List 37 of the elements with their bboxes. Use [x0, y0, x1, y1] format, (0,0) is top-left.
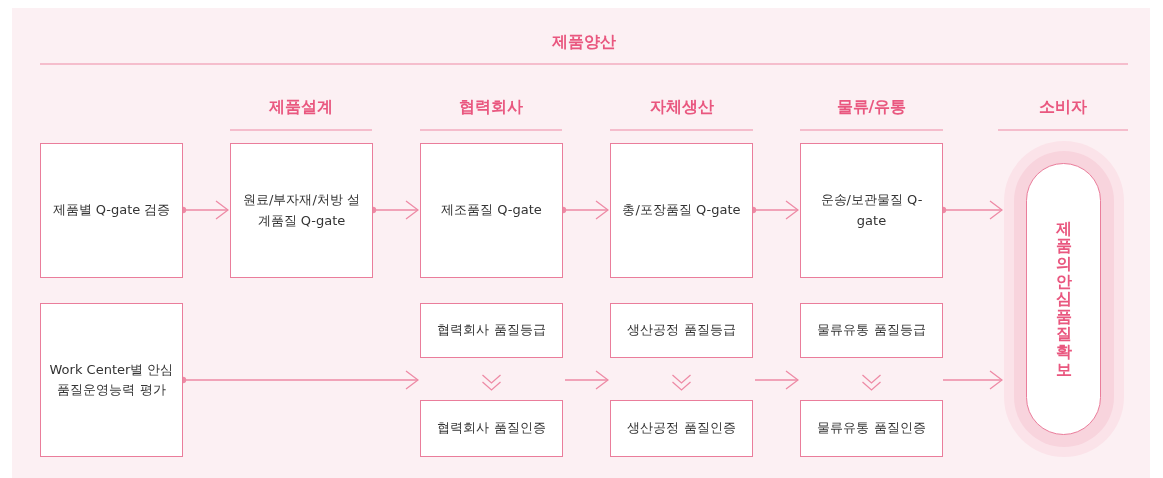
process-box [420, 400, 563, 457]
box-label: 제조품질 Q-gate [440, 201, 543, 220]
process-box [40, 303, 183, 457]
box-label: 총/포장품질 Q-gate [621, 201, 742, 220]
arrow [942, 370, 1003, 390]
box-label: 물류유통 품질등급 [816, 321, 927, 340]
process-box [610, 303, 753, 358]
process-box [40, 143, 183, 278]
arrow [754, 370, 799, 390]
column-header: 물류/유통 [835, 97, 908, 118]
process-box [800, 143, 943, 278]
column-header: 자체생산 [648, 97, 715, 118]
process-box [800, 303, 943, 358]
box-label: 협력회사 품질인증 [436, 419, 547, 438]
box-label: Work Center별 안심품질운영능력 평가 [48, 360, 175, 399]
double-chevron-arrow [671, 374, 692, 391]
process-box [230, 143, 373, 278]
double-chevron-arrow [861, 374, 882, 391]
process-box [420, 143, 563, 278]
column-header: 제품설계 [268, 97, 334, 118]
arrow [564, 370, 609, 390]
process-box [420, 303, 563, 358]
double-chevron-arrow [481, 374, 502, 391]
process-box [610, 400, 753, 457]
vertical-label: 제품의 안심품질 확보 [1055, 219, 1072, 379]
process-box [800, 400, 943, 457]
box-label: 운송/보관물질 Q-gate [819, 191, 924, 230]
column-header: 소비자 [1038, 97, 1088, 118]
box-label: 물류유통 품질인증 [816, 419, 927, 438]
process-box [610, 143, 753, 278]
box-label: 생산공정 품질등급 [626, 321, 737, 340]
box-label: 협력회사 품질등급 [436, 321, 547, 340]
box-label: 원료/부자재/처방 설계품질 Q-gate [242, 191, 361, 230]
box-label: 생산공정 품질인증 [626, 419, 737, 438]
diagram-title: 제품양산 [551, 32, 617, 53]
box-label: 제품별 Q-gate 검증 [51, 201, 172, 220]
column-header: 협력회사 [458, 97, 524, 118]
